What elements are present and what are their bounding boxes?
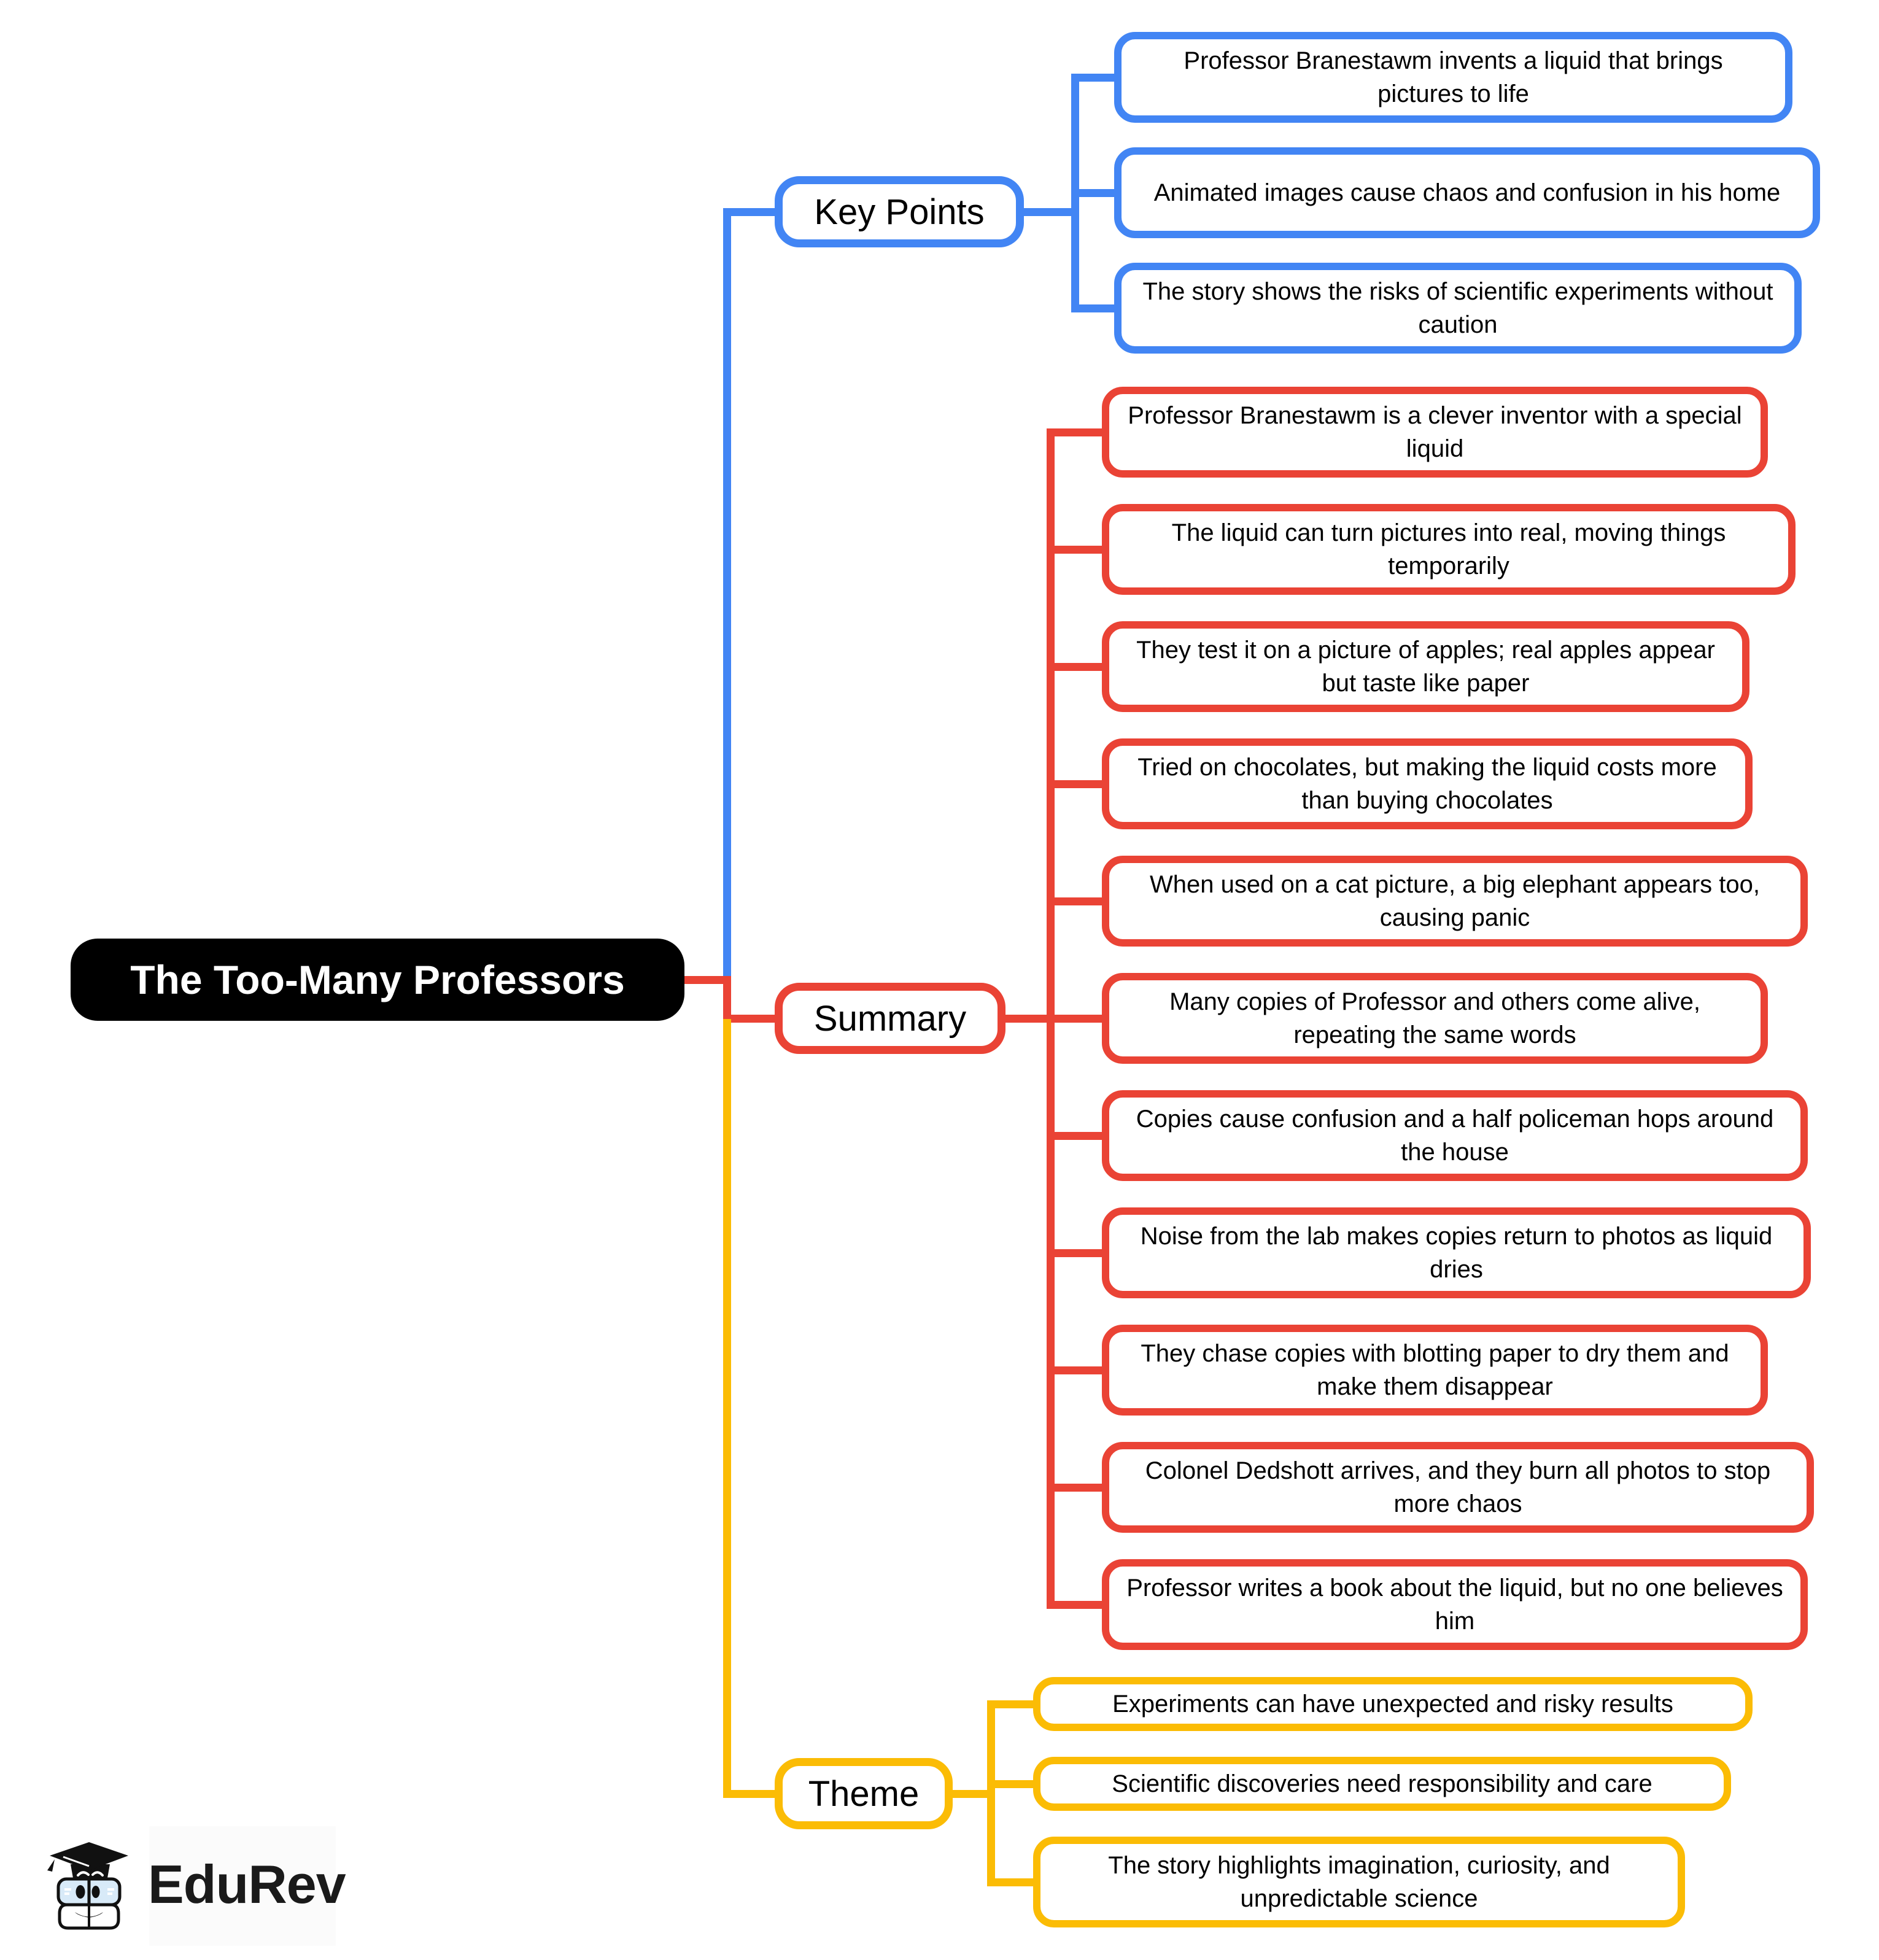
root-node[interactable]: The Too-Many Professors (71, 939, 684, 1021)
leaf-summary-10[interactable]: Colonel Dedshott arrives, and they burn … (1102, 1442, 1814, 1533)
leaf-key-points-2[interactable]: Animated images cause chaos and confusio… (1114, 147, 1820, 238)
summary-stub-8 (1047, 1249, 1102, 1257)
branch-node-summary[interactable]: Summary (775, 983, 1005, 1054)
edge-root-to-junction (684, 976, 731, 984)
edge-junction-to-keypoints-horizontal (723, 208, 778, 216)
leaf-label: When used on a cat picture, a big elepha… (1149, 871, 1760, 931)
summary-stub-1 (1047, 428, 1102, 436)
edge-junction-to-summary-vertical (723, 976, 731, 1023)
summary-stub-10 (1047, 1484, 1102, 1492)
edge-theme-node-to-trunk (953, 1790, 995, 1798)
leaf-summary-9[interactable]: They chase copies with blotting paper to… (1102, 1325, 1768, 1416)
leaf-summary-3[interactable]: They test it on a picture of apples; rea… (1102, 621, 1749, 712)
leaf-label: The story highlights imagination, curios… (1108, 1852, 1610, 1912)
theme-trunk (987, 1700, 995, 1886)
summary-stub-5 (1047, 897, 1102, 905)
leaf-label: They test it on a picture of apples; rea… (1136, 637, 1715, 697)
keypoints-stub-1 (1071, 74, 1114, 82)
leaf-summary-4[interactable]: Tried on chocolates, but making the liqu… (1102, 738, 1753, 829)
summary-stub-3 (1047, 663, 1102, 671)
leaf-summary-6[interactable]: Many copies of Professor and others come… (1102, 973, 1768, 1064)
edurev-logo-text: EduRev (148, 1854, 346, 1915)
branch-node-theme[interactable]: Theme (775, 1758, 953, 1829)
edge-junction-to-theme-vertical (723, 1019, 731, 1798)
theme-stub-1 (987, 1700, 1033, 1708)
edge-junction-to-theme-horizontal (723, 1790, 778, 1798)
leaf-label: The liquid can turn pictures into real, … (1171, 519, 1726, 579)
leaf-theme-2[interactable]: Scientific discoveries need responsibili… (1033, 1757, 1731, 1811)
logo-backdrop (149, 1826, 336, 1946)
root-label: The Too-Many Professors (130, 957, 625, 1002)
summary-stub-11 (1047, 1601, 1102, 1609)
leaf-label: Professor Branestawm is a clever invento… (1128, 402, 1742, 462)
edge-junction-to-keypoints-vertical (723, 208, 731, 980)
leaf-label: Professor Branestawm invents a liquid th… (1184, 47, 1723, 107)
edge-junction-to-summary-horizontal (723, 1015, 778, 1023)
leaf-label: Experiments can have unexpected and risk… (1112, 1691, 1673, 1718)
leaf-label: Tried on chocolates, but making the liqu… (1137, 754, 1717, 814)
leaf-summary-7[interactable]: Copies cause confusion and a half police… (1102, 1090, 1808, 1181)
leaf-summary-1[interactable]: Professor Branestawm is a clever invento… (1102, 387, 1768, 478)
leaf-key-points-1[interactable]: Professor Branestawm invents a liquid th… (1114, 32, 1792, 123)
leaf-label: Copies cause confusion and a half police… (1136, 1106, 1774, 1166)
theme-stub-3 (987, 1878, 1033, 1886)
theme-stub-2 (987, 1780, 1033, 1788)
leaf-label: Scientific discoveries need responsibili… (1112, 1770, 1652, 1797)
branch-label-key-points: Key Points (814, 192, 985, 232)
leaf-key-points-3[interactable]: The story shows the risks of scientific … (1114, 263, 1802, 354)
leaf-label: Animated images cause chaos and confusio… (1153, 179, 1781, 206)
keypoints-stub-2 (1071, 189, 1114, 197)
branch-label-theme: Theme (808, 1773, 920, 1814)
leaf-theme-3[interactable]: The story highlights imagination, curios… (1033, 1837, 1685, 1927)
edge-keypoints-node-to-trunk (1024, 208, 1079, 216)
leaf-label: The story shows the risks of scientific … (1142, 278, 1773, 338)
keypoints-stub-3 (1071, 304, 1114, 312)
summary-stub-6 (1047, 1015, 1102, 1023)
leaf-summary-8[interactable]: Noise from the lab makes copies return t… (1102, 1207, 1811, 1298)
summary-stub-7 (1047, 1132, 1102, 1140)
leaf-theme-1[interactable]: Experiments can have unexpected and risk… (1033, 1677, 1753, 1731)
branch-node-key-points[interactable]: Key Points (775, 176, 1024, 247)
leaf-summary-2[interactable]: The liquid can turn pictures into real, … (1102, 504, 1796, 595)
leaf-summary-11[interactable]: Professor writes a book about the liquid… (1102, 1559, 1808, 1650)
branch-label-summary: Summary (813, 998, 967, 1039)
edurev-logo[interactable]: EduRev (46, 1838, 346, 1931)
edurev-mascot-icon (47, 1842, 128, 1930)
edge-summary-node-to-trunk (1005, 1015, 1055, 1023)
leaf-summary-5[interactable]: When used on a cat picture, a big elepha… (1102, 856, 1808, 947)
summary-stub-9 (1047, 1366, 1102, 1374)
leaf-label: Noise from the lab makes copies return t… (1140, 1223, 1773, 1283)
leaf-label: Professor writes a book about the liquid… (1126, 1575, 1783, 1635)
leaf-label: Colonel Dedshott arrives, and they burn … (1145, 1457, 1771, 1517)
summary-stub-4 (1047, 780, 1102, 788)
leaf-label: They chase copies with blotting paper to… (1141, 1340, 1729, 1400)
summary-stub-2 (1047, 546, 1102, 554)
leaf-label: Many copies of Professor and others come… (1169, 988, 1700, 1048)
